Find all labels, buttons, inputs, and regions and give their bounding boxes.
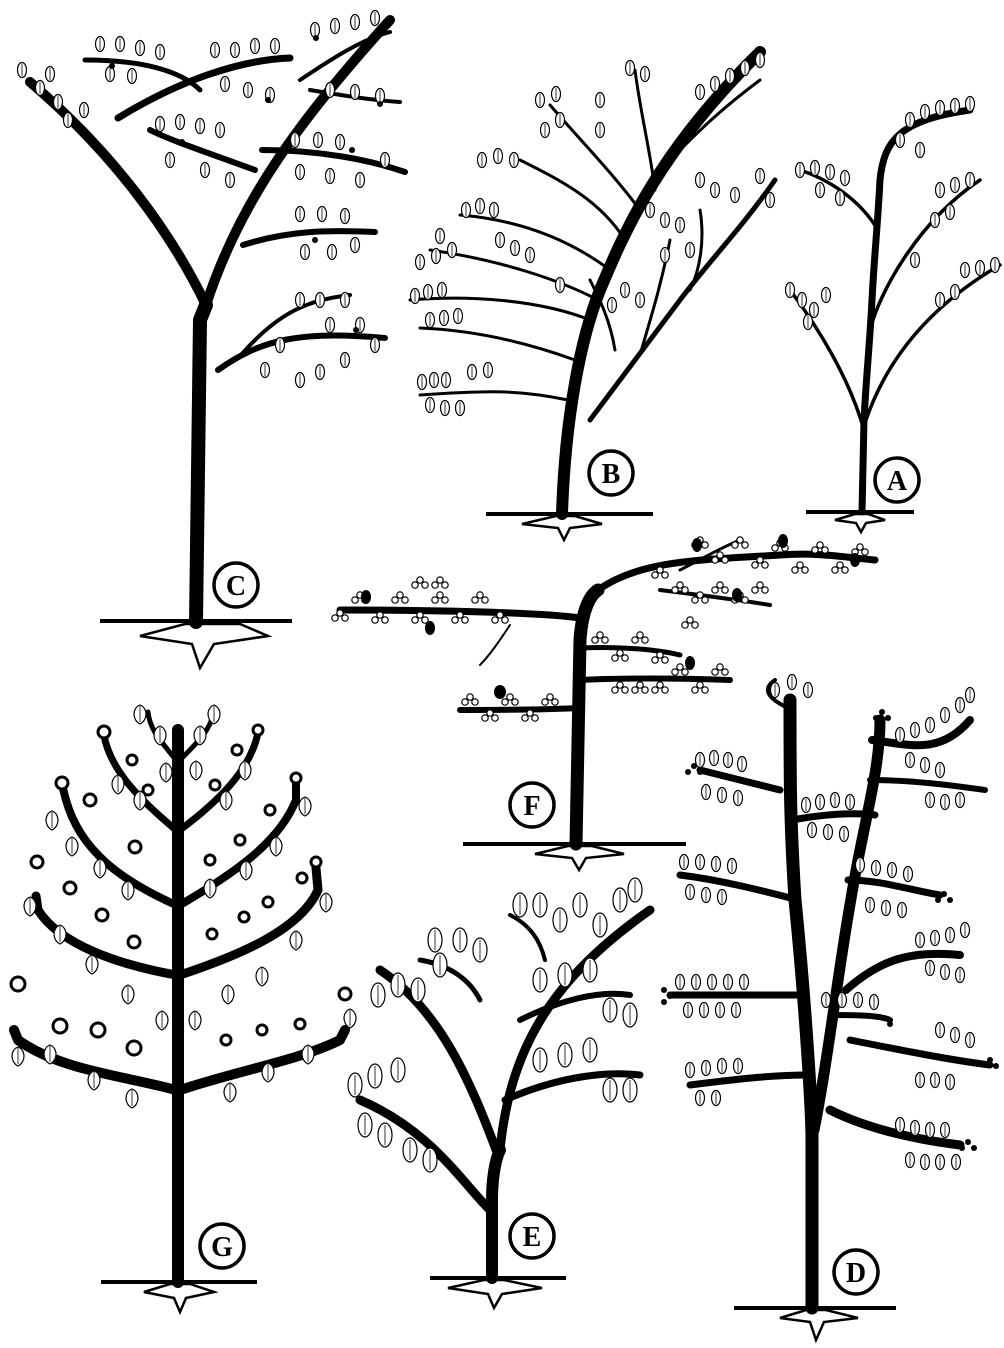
model-label-e: E [523, 1222, 542, 1253]
root-flare [144, 1284, 214, 1312]
tree-model-e: E [348, 878, 650, 1308]
root-flare [140, 624, 268, 668]
tree-model-c: C [18, 11, 406, 669]
model-label-b: B [602, 459, 621, 490]
model-label-a: A [887, 466, 908, 497]
rosette-leaves [332, 537, 868, 721]
root-flare [835, 514, 885, 532]
model-label-c: C [226, 571, 246, 602]
model-label-g: G [211, 1232, 233, 1263]
root-flare [780, 1310, 858, 1340]
tree-model-g: G [11, 705, 356, 1312]
root-flare [448, 1280, 542, 1308]
leaf-cluster [786, 97, 1000, 330]
leaf-cluster [348, 878, 642, 1172]
model-label-f: F [523, 791, 540, 822]
root-flare [535, 846, 624, 870]
tree-model-a: A [786, 97, 1001, 533]
model-label-d: D [846, 1258, 866, 1289]
tree-model-b: B [410, 52, 775, 540]
tree-model-d: D [661, 675, 999, 1341]
fruits [361, 534, 860, 699]
leaf-cluster [411, 53, 775, 416]
